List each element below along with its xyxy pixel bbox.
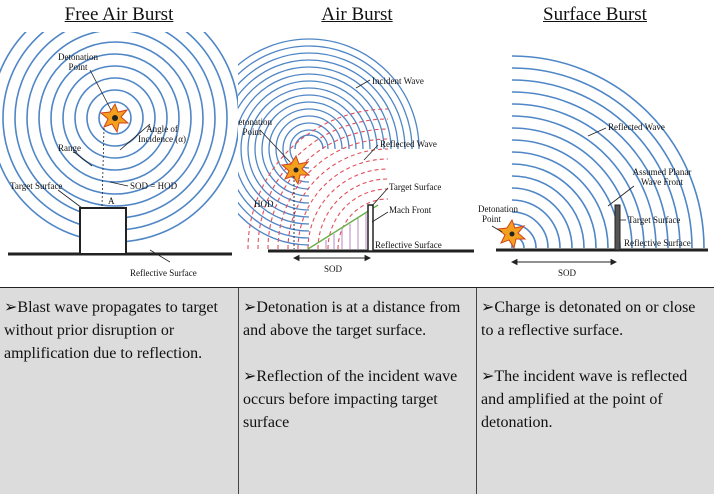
description-air-burst: ➢Detonation is at a distance from and ab…	[238, 288, 476, 494]
description-row: ➢Blast wave propagates to target without…	[0, 287, 714, 494]
free-air-burst-panel: Free Air Burst	[0, 0, 238, 287]
label-reflective-surface: Reflective Surface	[130, 268, 197, 278]
label-sod: SOD	[324, 264, 343, 274]
label-detonation-point-2: Point	[242, 127, 262, 137]
surface-burst-diagram: Reflected Wave Assumed Planar Wave Front…	[478, 55, 708, 278]
description-surface-burst: ➢Charge is detonated on or close to a re…	[476, 288, 714, 494]
label-incident-wave: Incident Wave	[372, 76, 424, 86]
mach-stem-line	[307, 204, 379, 250]
label-angle-of-incidence: Angle of	[146, 124, 178, 134]
label-reflected-wave: Reflected Wave	[380, 139, 437, 149]
explosion-icon	[99, 102, 130, 134]
label-detonation-point: Detonation	[58, 52, 98, 62]
label-target-surface: Target Surface	[628, 215, 680, 225]
label-range: Range	[58, 143, 81, 153]
panel-title-air-burst: Air Burst	[321, 4, 393, 25]
sod-dimension	[510, 258, 618, 266]
description-text: ➢Detonation is at a distance from and ab…	[243, 299, 461, 339]
target-plate	[614, 204, 621, 251]
sod-dimension	[292, 254, 372, 262]
label-target-surface: Target Surface	[10, 181, 62, 191]
label-mach-front: Mach Front	[389, 205, 432, 215]
mach-front-lines	[325, 213, 367, 249]
air-burst-labels: Incident Wave Detonation Point Reflected…	[238, 76, 442, 274]
surface-burst-panel: Surface Burst	[476, 0, 714, 287]
target-plate	[367, 204, 374, 252]
air-burst-panel: Air Burst	[238, 0, 476, 287]
description-text: ➢The incident wave is reflected and ampl…	[481, 368, 688, 431]
label-sod-hod: SOD = HOD	[130, 181, 178, 191]
label-hod: HOD	[254, 199, 274, 209]
label-a-mark: A	[108, 196, 115, 206]
label-angle-of-incidence-2: Incidence (α)	[138, 134, 186, 144]
surface-burst-labels: Reflected Wave Assumed Planar Wave Front…	[478, 122, 691, 278]
explosion-icon	[280, 154, 311, 186]
label-reflective-surface: Reflective Surface	[624, 238, 691, 248]
label-sod: SOD	[558, 268, 577, 278]
label-detonation-point-2: Point	[68, 62, 88, 72]
description-text: ➢Blast wave propagates to target without…	[4, 299, 218, 362]
description-free-air-burst: ➢Blast wave propagates to target without…	[0, 288, 238, 494]
label-reflective-surface: Reflective Surface	[375, 240, 442, 250]
description-text: ➢Charge is detonated on or close to a re…	[481, 299, 696, 339]
description-text: ➢Reflection of the incident wave occurs …	[243, 368, 458, 431]
label-assumed-planar: Assumed Planar	[633, 167, 692, 177]
panel-title-free-air-burst: Free Air Burst	[64, 4, 174, 25]
label-detonation-point: Detonation	[478, 204, 518, 214]
label-detonation-point: Detonation	[238, 117, 272, 127]
label-assumed-planar-2: Wave Front	[641, 177, 684, 187]
free-air-labels: Detonation Point Angle of Incidence (α) …	[10, 52, 197, 278]
panel-title-surface-burst: Surface Burst	[543, 4, 647, 25]
reflected-wave-quarter-rings	[511, 55, 705, 249]
free-air-burst-diagram: Detonation Point Angle of Incidence (α) …	[0, 32, 238, 278]
label-reflected-wave: Reflected Wave	[608, 122, 665, 132]
label-target-surface: Target Surface	[389, 182, 441, 192]
label-detonation-point-2: Point	[482, 214, 502, 224]
air-burst-diagram: Incident Wave Detonation Point Reflected…	[238, 38, 474, 274]
target-block	[79, 207, 127, 255]
explosion-icon	[496, 218, 527, 250]
